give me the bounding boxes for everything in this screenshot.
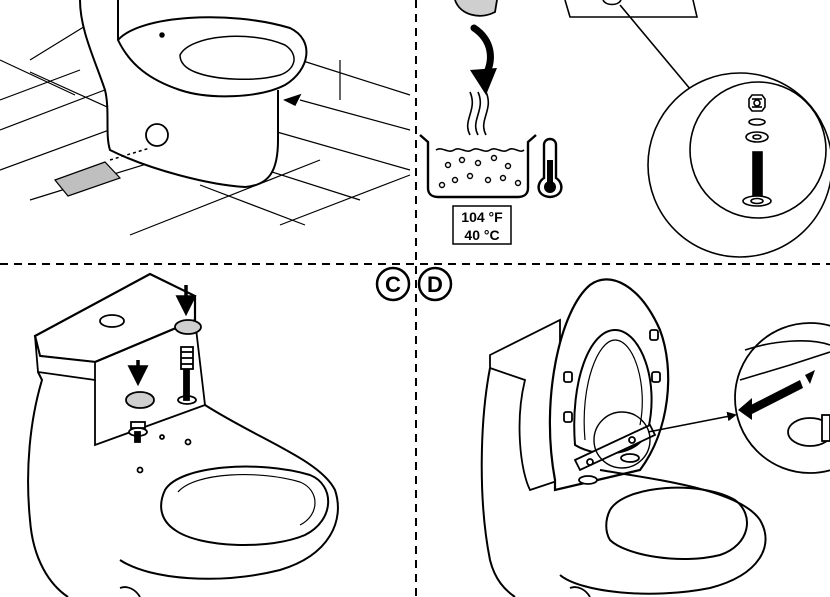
hinge-bolt-right <box>177 346 197 405</box>
nut-icon <box>748 94 766 112</box>
tank-body <box>27 371 69 597</box>
hinge-bar <box>573 423 657 485</box>
step-badge-c: C <box>375 266 411 302</box>
steam-lines <box>466 91 490 136</box>
seat-bumpers <box>563 329 661 423</box>
step-badge-d: D <box>417 266 453 302</box>
water-basin <box>419 134 537 199</box>
floor-anchor-strip <box>54 161 122 197</box>
tank-body-right <box>489 318 561 492</box>
tank-lid <box>33 272 197 364</box>
washer-icon <box>745 118 769 143</box>
hinge-bolt-left <box>128 421 148 443</box>
cap-part <box>454 0 498 17</box>
temperature-label-box <box>452 205 512 245</box>
water-surface <box>435 148 525 152</box>
lid-hole <box>99 314 125 328</box>
cap-right <box>174 319 202 335</box>
bolt-icon <box>742 151 772 207</box>
toilet-bowl-right <box>559 469 767 595</box>
seat-hinge-outline <box>564 0 699 18</box>
temperature-celsius: 40 °C <box>464 227 499 243</box>
toilet-bowl-rim <box>116 16 308 98</box>
step-badge-d-label: D <box>427 272 443 297</box>
step-badge-c-label: C <box>385 272 401 297</box>
toilet-bowl <box>119 404 339 580</box>
cap-left <box>125 391 155 409</box>
release-arrows <box>738 370 815 420</box>
panel-bottom-right <box>480 278 830 597</box>
panel-top-middle <box>419 0 563 245</box>
bubbles <box>438 154 522 189</box>
panel-top-right <box>564 0 830 258</box>
thermometer-icon <box>537 137 563 199</box>
panel-bottom-left <box>27 272 339 597</box>
panel-top-left <box>0 0 411 236</box>
temperature-fahrenheit: 104 °F <box>461 209 503 225</box>
detail-magnifier-circle <box>647 72 830 258</box>
